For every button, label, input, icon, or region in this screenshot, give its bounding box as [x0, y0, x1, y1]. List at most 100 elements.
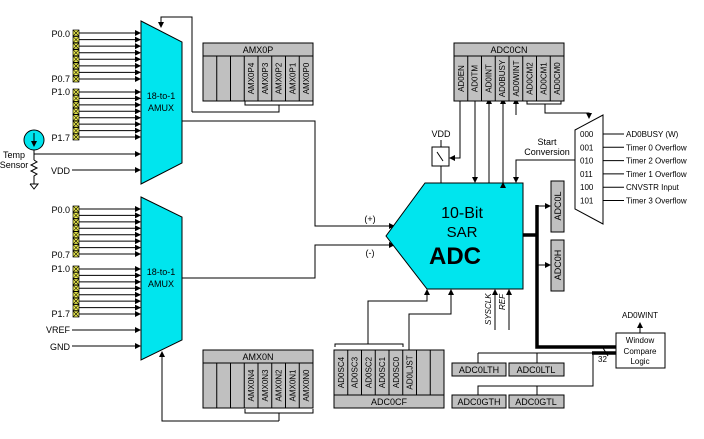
start-conversion-option: 001 Timer 0 Overflow: [580, 143, 687, 152]
amx0n-register[interactable]: AMX0N AMX0N4 AMX0N3 AMX0N2 AMX0N1 AMX0N0: [202, 349, 314, 409]
adc0gtl-register[interactable]: ADC0GTL: [508, 394, 565, 409]
svg-text:101: 101: [580, 197, 594, 206]
window-compare-logic: Window Compare Logic: [615, 332, 666, 369]
sensor-label: Sensor: [0, 160, 28, 170]
pin-label: P1.7: [51, 133, 70, 143]
adc0cf-register[interactable]: ADC0CF AD0SC4 AD0SC3 AD0SC2 AD0SC1 AD0SC0 AD0L…: [333, 349, 445, 409]
bus-width-label: 32: [598, 355, 607, 364]
adc-bits-label: 10-Bit: [441, 205, 483, 222]
adc0lth-register[interactable]: ADC0LTH: [451, 362, 507, 377]
switch-vdd-label: VDD: [431, 129, 451, 139]
adc0cn-register[interactable]: ADC0CN AD0EN AD0TM AD0INT AD0BUSY AD0WINT AD0C…: [453, 42, 565, 102]
sysclk-label: SYSCLK: [484, 293, 493, 325]
register-bit-amx0n0[interactable]: AMX0N0: [302, 369, 311, 402]
adc0ltl-register[interactable]: ADC0LTL: [508, 362, 565, 377]
conversion-label: Conversion: [524, 147, 570, 157]
register-bit-ad0int[interactable]: AD0INT: [484, 64, 493, 93]
amx0n-title: AMX0N: [242, 352, 273, 362]
port-pin-icon: [72, 284, 80, 292]
register-bit-amx0n1[interactable]: AMX0N1: [288, 369, 297, 402]
register-bit-ad0sc2[interactable]: AD0SC2: [364, 356, 373, 388]
register-bit-ad0sc4[interactable]: AD0SC4: [337, 356, 346, 388]
port-pin-icon: [72, 36, 80, 43]
register-bit-ad0sc3[interactable]: AD0SC3: [351, 356, 360, 388]
port-pin-icon: [72, 75, 80, 83]
register-bit-amx0n3[interactable]: AMX0N3: [261, 369, 270, 402]
register-bit-ad0sc1[interactable]: AD0SC1: [378, 356, 387, 388]
negative-input-amux: 18-to-1 AMUX: [140, 196, 183, 361]
port-pin-icon: [72, 114, 80, 122]
gnd-label: GND: [50, 342, 71, 352]
amx0p-register[interactable]: AMX0P AMX0P4 AMX0P3 AMX0P2 AMX0P1 AMX0P0: [202, 42, 314, 102]
register-bit-ad0cm1[interactable]: AD0CM1: [539, 62, 548, 95]
adc0gth-label: ADC0GTH: [457, 397, 500, 407]
register-bit-ad0tm[interactable]: AD0TM: [471, 65, 480, 92]
pin-label: P0.7: [51, 250, 70, 260]
port-pin-icon: [72, 244, 80, 251]
amx0p-title: AMX0P: [243, 45, 274, 55]
port-pin-icon: [72, 133, 80, 141]
register-bit-amx0n2[interactable]: AMX0N2: [275, 369, 284, 402]
svg-text:Timer 3 Overflow: Timer 3 Overflow: [626, 197, 687, 206]
port-pin-icon: [72, 291, 80, 299]
register-bit-ad0busy[interactable]: AD0BUSY: [498, 59, 507, 97]
temp-label: Temp: [3, 150, 25, 160]
port-pin-icon: [72, 42, 80, 50]
adc0l-register[interactable]: ADC0L: [550, 180, 565, 233]
svg-text:AD0BUSY (W): AD0BUSY (W): [626, 130, 679, 139]
neg-mux-label-2: AMUX: [148, 279, 174, 289]
register-bit-ad0cm0[interactable]: AD0CM0: [553, 62, 562, 95]
sar-adc-block: 10-Bit SAR ADC: [385, 182, 524, 290]
register-bit-ad0en[interactable]: AD0EN: [457, 65, 466, 92]
register-bit-ad0ljst[interactable]: AD0LJST: [406, 355, 415, 389]
port-pin-icon: [72, 49, 80, 57]
port-pin-icon: [72, 62, 80, 70]
svg-text:001: 001: [580, 143, 594, 152]
port-pin-icon: [72, 55, 80, 63]
svg-text:011: 011: [580, 170, 593, 179]
adc0cf-title: ADC0CF: [371, 397, 408, 407]
plus-input-label: (+): [364, 214, 375, 224]
adc0h-register[interactable]: ADC0H: [550, 239, 565, 292]
register-bit-amx0p3[interactable]: AMX0P3: [261, 62, 270, 94]
register-bit-amx0n4[interactable]: AMX0N4: [247, 369, 256, 402]
pos-mux-label-1: 18-to-1: [147, 91, 176, 101]
port-pin-icon: [72, 95, 80, 102]
register-bit-ad0sc0[interactable]: AD0SC0: [392, 356, 401, 388]
port-pin-icon: [72, 297, 80, 305]
svg-text:010: 010: [580, 157, 594, 166]
pin-label: P1.0: [51, 264, 70, 274]
register-bit-amx0p2[interactable]: AMX0P2: [275, 62, 284, 94]
port-pin-icon: [72, 107, 80, 115]
port-pin-icon: [72, 304, 80, 311]
neg-mux-label-1: 18-to-1: [147, 267, 176, 277]
adc0cn-title: ADC0CN: [490, 45, 527, 55]
pin-label: P1.7: [51, 309, 70, 319]
positive-input-amux: 18-to-1 AMUX: [140, 20, 183, 185]
ref-label: REF: [498, 293, 507, 310]
adc0ltl-label: ADC0LTL: [517, 365, 556, 375]
register-bit-amx0p0[interactable]: AMX0P0: [302, 62, 311, 94]
register-bit-ad0cm2[interactable]: AD0CM2: [526, 62, 535, 95]
port-pin-icon: [72, 310, 80, 318]
svg-text:Timer 0 Overflow: Timer 0 Overflow: [626, 143, 687, 152]
port-pin-icon: [72, 29, 80, 37]
port-pin-icon: [72, 272, 80, 279]
window-label-3: Logic: [630, 357, 649, 366]
pos-mux-label-2: AMUX: [148, 103, 174, 113]
start-conversion-option: 100 CNVSTR Input: [580, 183, 680, 192]
adc-sar-label: SAR: [447, 224, 478, 241]
svg-text:CNVSTR Input: CNVSTR Input: [626, 183, 680, 192]
register-bit-ad0wint[interactable]: AD0WINT: [512, 60, 521, 96]
svg-text:100: 100: [580, 183, 594, 192]
register-bit-amx0p4[interactable]: AMX0P4: [247, 62, 256, 94]
pin-label: P0.0: [51, 205, 70, 215]
adc0gth-register[interactable]: ADC0GTH: [451, 394, 507, 409]
window-label-2: Compare: [624, 347, 657, 356]
port-pin-icon: [72, 265, 80, 273]
register-bit-amx0p1[interactable]: AMX0P1: [288, 62, 297, 94]
